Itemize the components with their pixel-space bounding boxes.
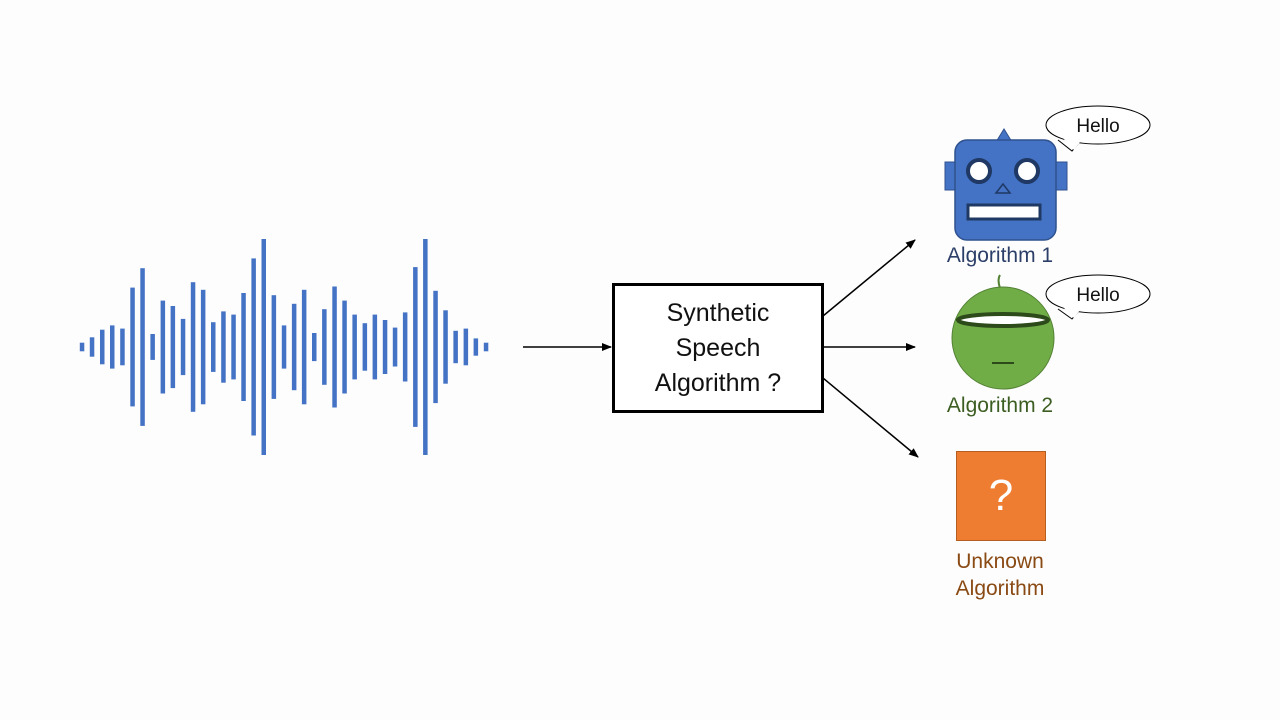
waveform-bar [392,327,398,367]
unknown-algorithm-label: Unknown Algorithm [930,548,1070,602]
waveform-bar [281,325,287,369]
waveform-bar [100,329,105,365]
waveform-bar [433,290,438,404]
waveform-bar [231,314,236,380]
unknown-algorithm-box: ? [956,451,1046,541]
speech-bubble-1-text: Hello [1076,116,1119,137]
waveform-bar [160,300,166,394]
waveform-bar [251,258,256,436]
waveform-bar [402,312,408,382]
speech-bubble-1: Hello [1045,105,1151,152]
algorithm-2-label: Algorithm 2 [946,394,1054,417]
waveform-bar [221,311,226,383]
waveform-bar [342,300,347,394]
waveform-bar [362,323,368,371]
waveform-bar [443,310,448,384]
waveform-bar [211,322,216,372]
speech-bubble-2: Hello [1045,274,1151,320]
question-mark-icon: ? [988,471,1014,520]
waveform-bar [271,295,277,399]
waveform-bar [453,330,458,364]
synthetic-speech-algorithm-box: Synthetic Speech Algorithm ? [612,283,824,413]
waveform-bar [423,239,428,455]
waveform-bar [170,306,176,389]
waveform-bar [413,267,418,427]
audio-waveform [79,239,489,455]
waveform-bar [473,338,479,356]
robot-icon [944,128,1068,241]
waveform-bar [200,289,206,405]
waveform-bar [261,239,266,455]
unknown-label-line-2: Algorithm [955,577,1045,600]
waveform-bar [120,328,125,366]
arrow-to-algorithm-1 [822,239,916,317]
waveform-bar [372,314,378,380]
waveform-bar [79,342,85,352]
waveform-bar [130,287,135,407]
green-face-icon [951,274,1055,390]
waveform-bar [332,286,337,408]
waveform-bar [322,309,327,385]
waveform-bar [150,334,155,360]
waveform-bar [89,337,95,357]
waveform-bar [463,328,469,366]
waveform-bar [241,293,246,401]
waveform-bar [352,314,357,380]
algorithm-1-label: Algorithm 1 [946,244,1054,267]
waveform-bar [301,289,307,405]
arrow-to-unknown-algorithm [822,377,919,458]
waveform-bar [291,303,297,391]
speech-bubble-2-text: Hello [1076,285,1119,306]
waveform-bar [140,268,145,426]
waveform-bar [382,320,388,374]
center-box-line-2: Speech [675,333,761,362]
waveform-bar [312,333,317,362]
waveform-bar [483,342,489,352]
center-box-line-1: Synthetic [666,298,770,327]
center-box-line-3: Algorithm ? [654,368,782,397]
waveform-bar [110,325,115,369]
unknown-label-line-1: Unknown [956,550,1044,573]
waveform-bar [190,282,196,412]
waveform-bar [180,318,186,376]
